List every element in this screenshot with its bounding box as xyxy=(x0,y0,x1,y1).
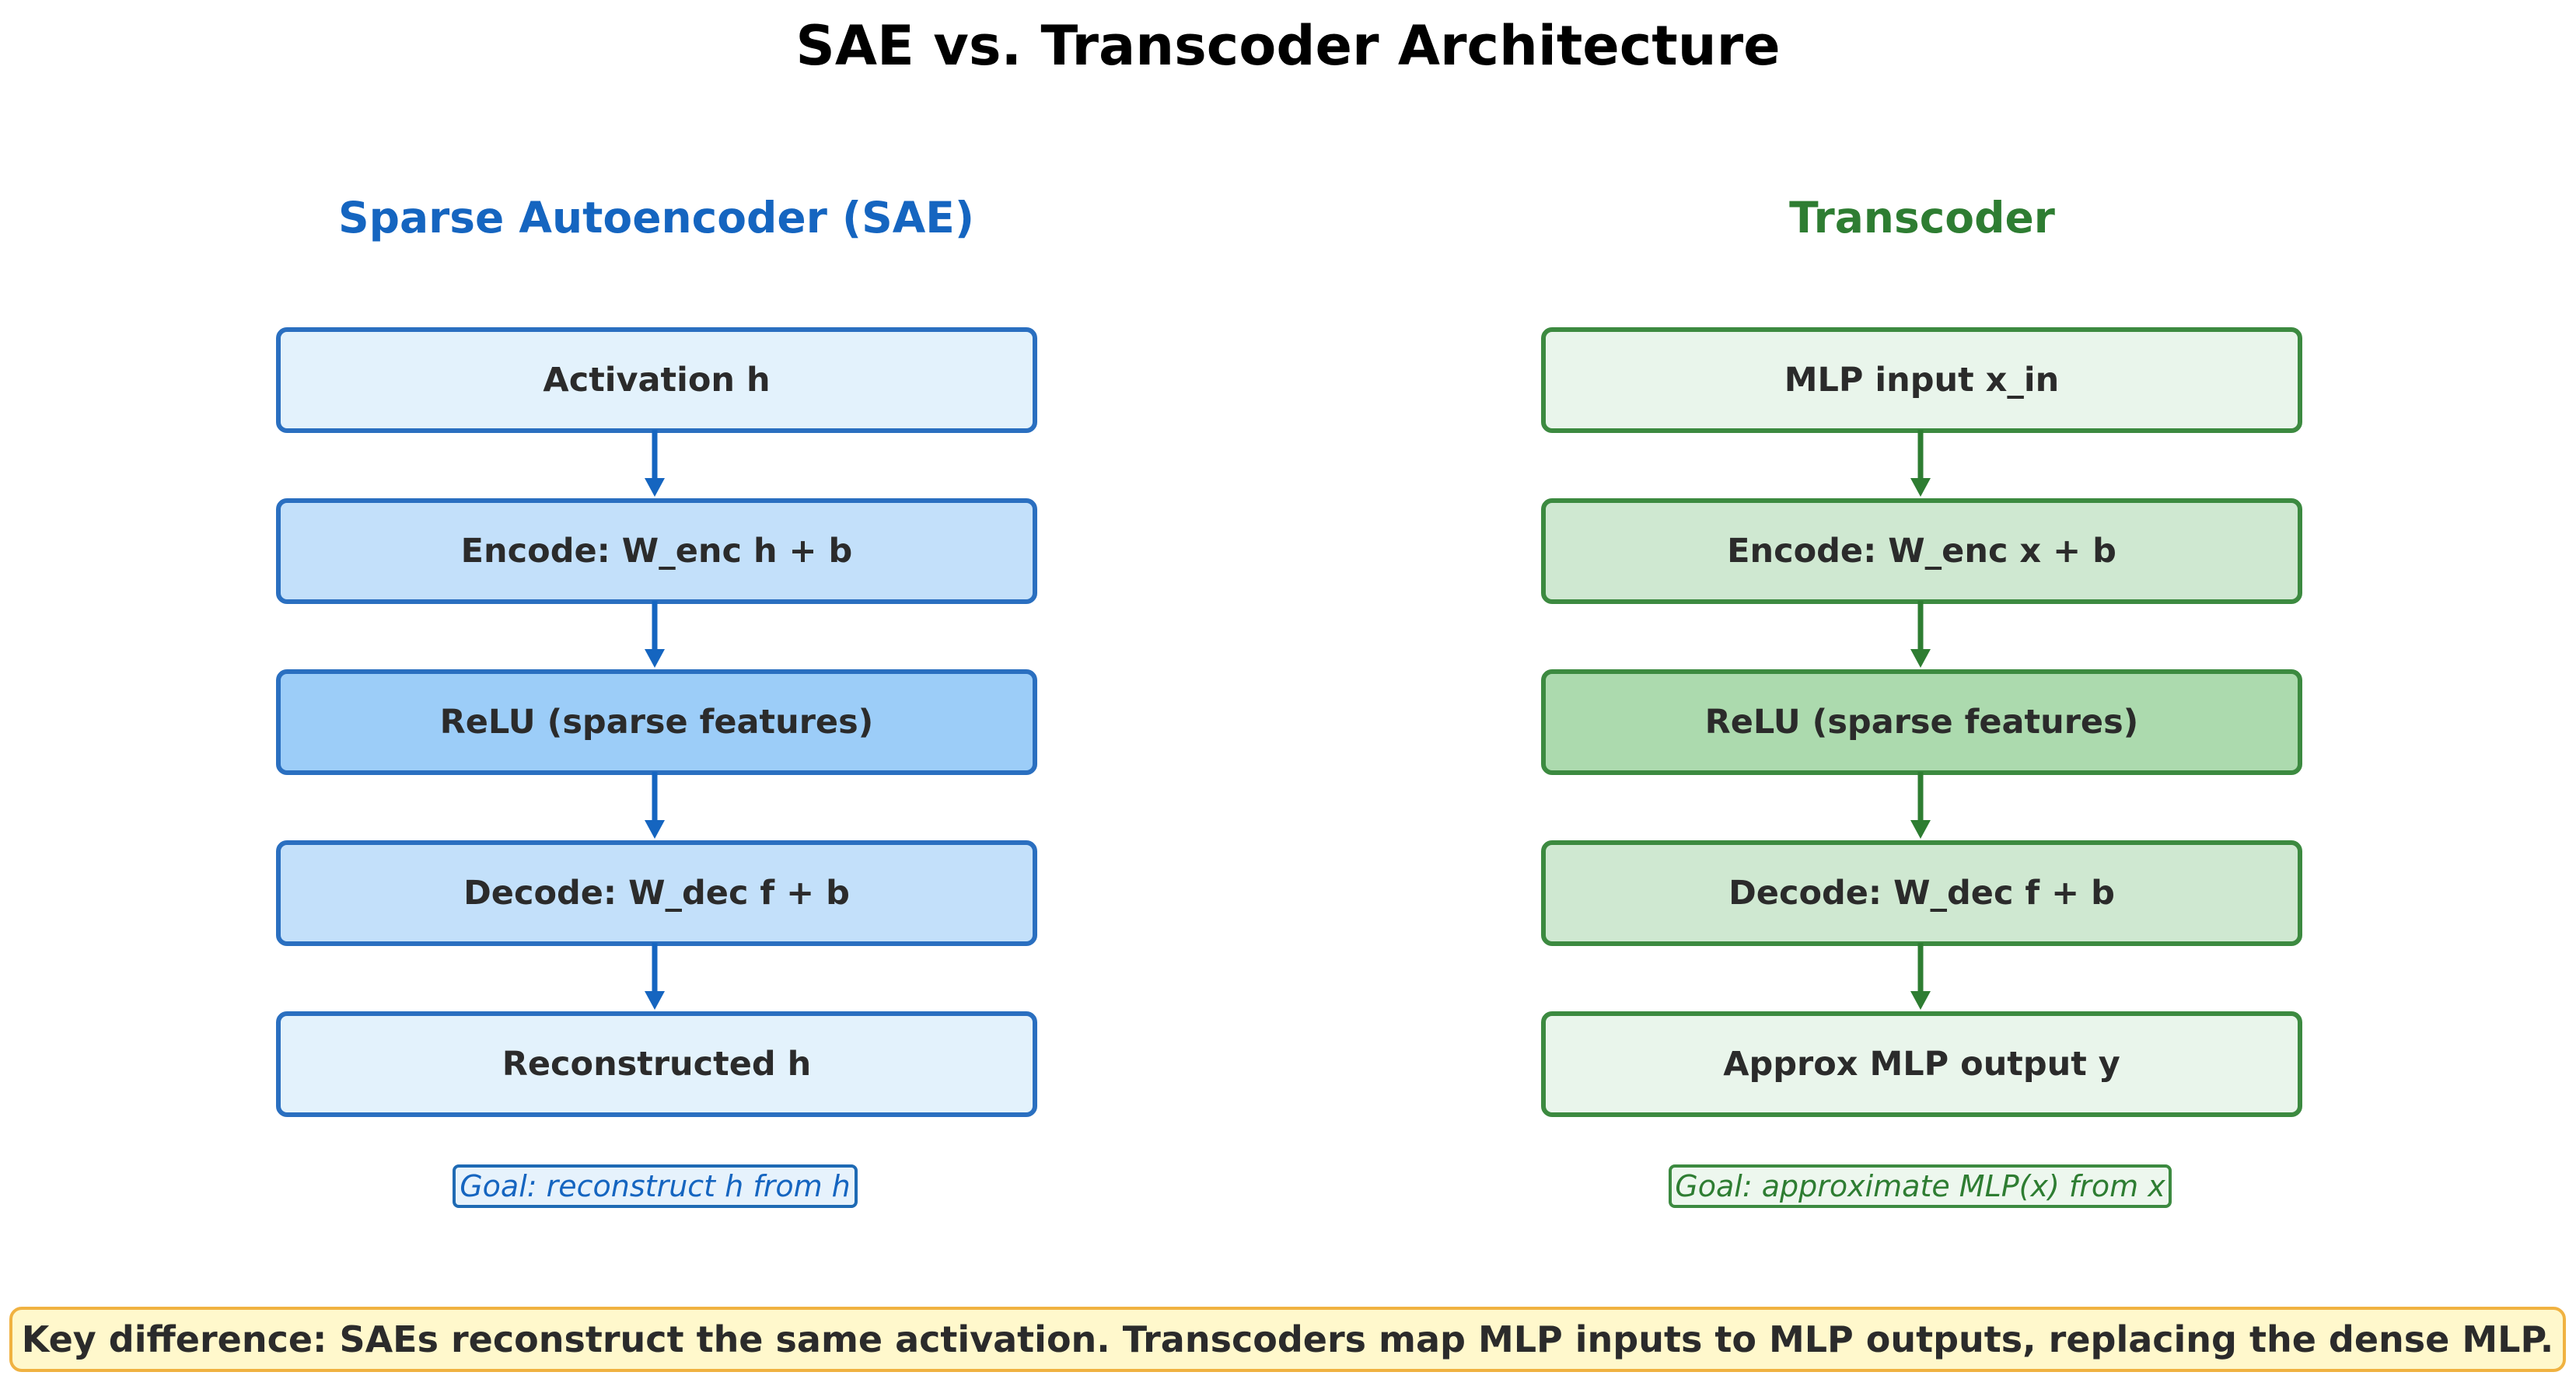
sae-column-title: Sparse Autoencoder (SAE) xyxy=(337,193,975,243)
transcoder-step-output: Approx MLP output y xyxy=(1541,1011,2302,1117)
sae-goal-label: Goal: reconstruct h from h xyxy=(453,1164,858,1208)
transcoder-step-decode: Decode: W_dec f + b xyxy=(1541,840,2302,946)
transcoder-goal-label: Goal: approximate MLP(x) from x xyxy=(1669,1164,2172,1208)
sae-arrow-1 xyxy=(645,430,665,497)
sae-step-reconstructed: Reconstructed h xyxy=(276,1011,1037,1117)
diagram-title: SAE vs. Transcoder Architecture xyxy=(795,14,1781,78)
transcoder-step-input: MLP input x_in xyxy=(1541,327,2302,433)
transcoder-column-title: Transcoder xyxy=(1789,193,2055,243)
sae-step-decode: Decode: W_dec f + b xyxy=(276,840,1037,946)
sae-arrow-4 xyxy=(645,943,665,1010)
transcoder-step-relu: ReLU (sparse features) xyxy=(1541,669,2302,775)
sae-step-relu: ReLU (sparse features) xyxy=(276,669,1037,775)
transcoder-arrow-2 xyxy=(1910,601,1931,668)
transcoder-arrow-4 xyxy=(1910,943,1931,1010)
sae-arrow-3 xyxy=(645,772,665,839)
sae-arrow-2 xyxy=(645,601,665,668)
sae-step-encode: Encode: W_enc h + b xyxy=(276,498,1037,604)
transcoder-arrow-3 xyxy=(1910,772,1931,839)
sae-step-activation: Activation h xyxy=(276,327,1037,433)
transcoder-step-encode: Encode: W_enc x + b xyxy=(1541,498,2302,604)
transcoder-arrow-1 xyxy=(1910,430,1931,497)
key-difference-banner: Key difference: SAEs reconstruct the sam… xyxy=(9,1307,2566,1372)
